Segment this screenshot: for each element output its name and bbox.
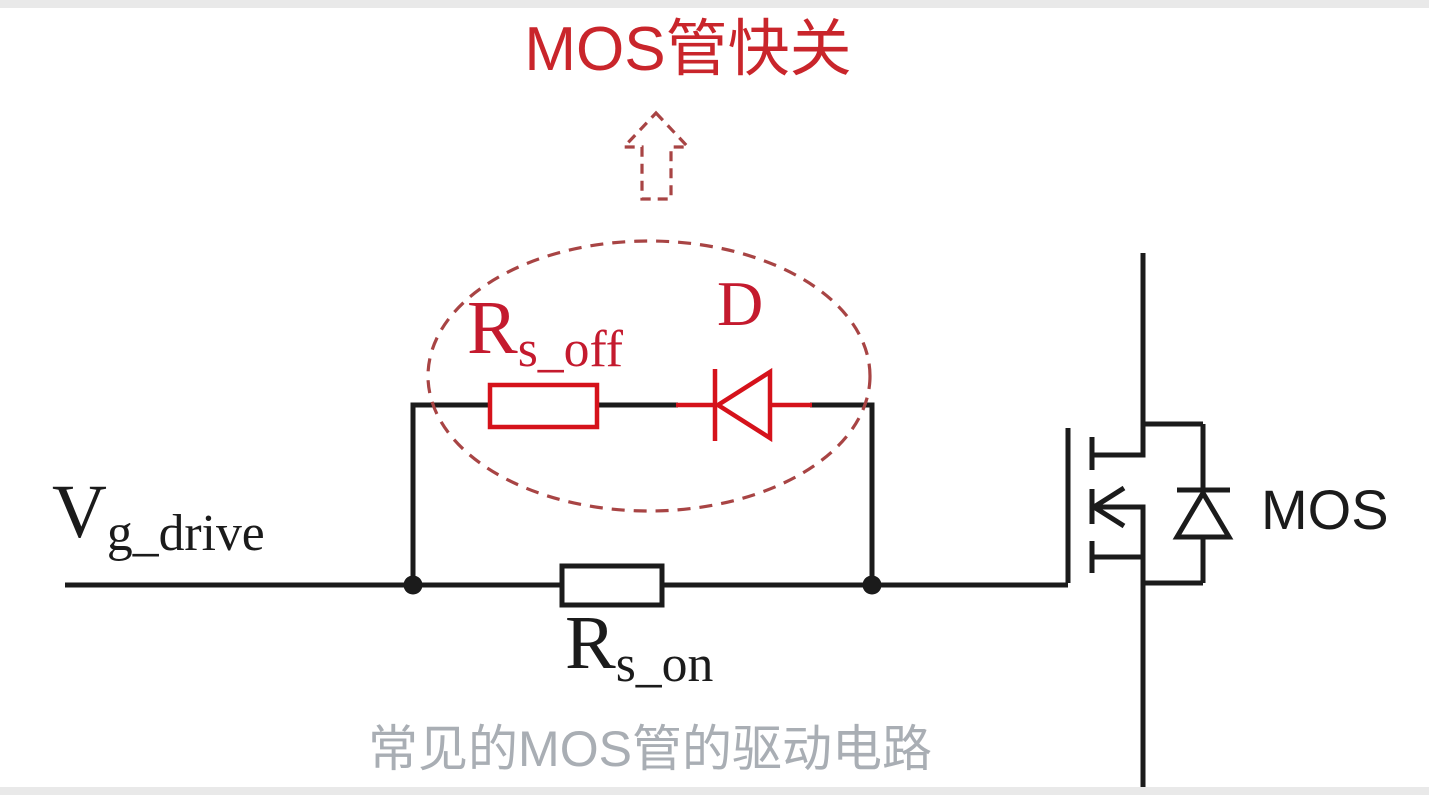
label-r-s-on-base: R (565, 601, 616, 685)
label-r-s-off: Rs_off (467, 290, 623, 376)
label-vg-drive: Vg_drive (52, 474, 265, 560)
body-diode-triangle (1172, 488, 1234, 540)
label-vg-drive-base: V (52, 470, 107, 554)
label-r-s-on-sub: s_on (615, 636, 714, 694)
top-border-bar (0, 0, 1429, 8)
right-branch-wire (810, 402, 875, 587)
label-r-s-on: Rs_on (565, 605, 713, 691)
left-branch-wire (410, 402, 492, 587)
highlight-ellipse-icon (426, 239, 872, 513)
bottom-border-bar (0, 787, 1429, 795)
label-mos: MOS (1261, 478, 1389, 541)
diode-d-triangle (713, 367, 773, 443)
label-r-s-off-base: R (467, 286, 518, 370)
mosfet-body-arrow-icon (1089, 485, 1126, 529)
mosfet-source-lead (1096, 504, 1146, 787)
mosfet-symbol (1065, 253, 1234, 787)
label-diode-d: D (717, 268, 764, 339)
diagram-caption: 常见的MOS管的驱动电路 (368, 721, 932, 777)
up-arrow-icon (620, 110, 692, 201)
resistor-r-s-off (487, 382, 600, 430)
mosfet-drain-lead (1090, 253, 1146, 458)
label-r-s-off-sub: s_off (517, 321, 623, 379)
junction-dot-left (403, 575, 423, 595)
diagram-title: MOS管快关 (524, 15, 852, 84)
resistor-r-s-on (559, 563, 665, 608)
label-vg-drive-sub: g_drive (106, 505, 265, 563)
junction-dot-right (862, 575, 882, 595)
